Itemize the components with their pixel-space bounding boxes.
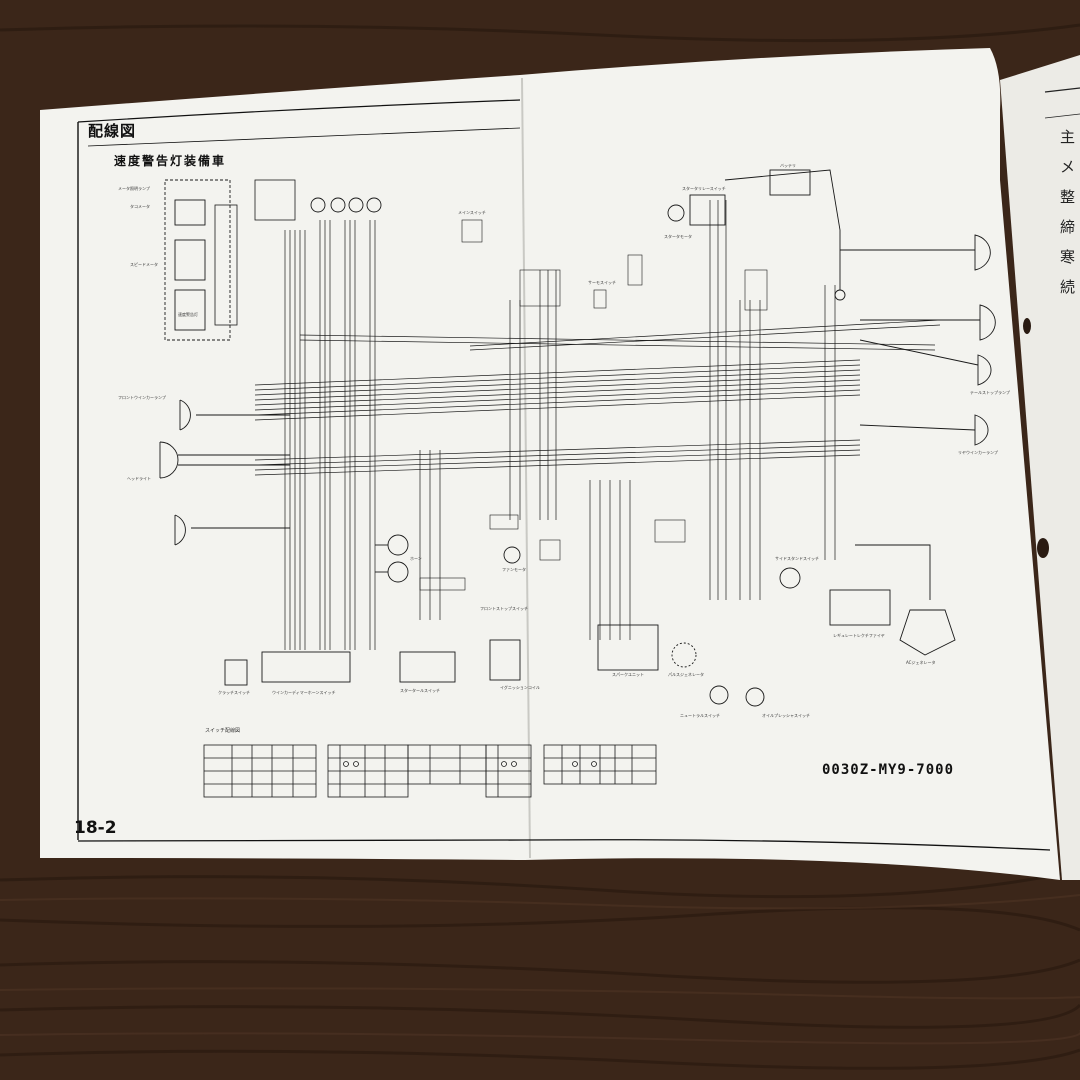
pulse-generator [671,642,697,668]
component-label: バッテリ [780,163,796,168]
component-label: テールストップランプ [970,390,1010,395]
next-page-glyph: 締 [1060,218,1076,236]
component-label: スパークユニット [612,672,644,677]
component-label: タコメータ [130,204,150,209]
component-label: パルスジェネレータ [668,672,704,677]
component-label: オイルプレッシャスイッチ [762,713,810,718]
next-page-glyph: 主 [1060,128,1076,146]
section-title: 配線図 [88,122,137,140]
indicator-bulbs [310,197,382,213]
fan-motor [503,546,521,564]
component-label: フロントストップスイッチ [480,606,528,611]
component-label: レギュレートレクチファイヤ [833,633,885,638]
front-lamps [159,399,290,546]
diagram-subtitle: 速度警告灯装備車 [114,154,227,168]
component-label: サーモスイッチ [588,280,616,285]
part-number: 0030Z-MY9-7000 [822,762,955,778]
instrument-cluster [164,179,231,341]
component-label: ニュートラルスイッチ [680,713,720,718]
regulator-rectifier [829,589,891,626]
component-label: イグニッションコイル [500,685,540,690]
component-label: ファンモータ [502,567,526,572]
switch-legend-title: スイッチ配線図 [205,728,241,734]
horns [375,534,409,583]
component-label: ヘッドライト [127,476,151,481]
component-label: スタータモータ [664,234,692,239]
component-label: クラッチスイッチ [218,690,250,695]
component-label: ウインカーディマーホーンスイッチ [272,690,336,695]
component-label: メータ照明ランプ [118,186,150,191]
next-page-glyph: 整 [1060,188,1076,206]
paper-sheet [40,48,1060,880]
component-label: スタータールスイッチ [400,688,440,693]
spark-unit [597,624,659,671]
component-label: メインスイッチ [458,210,486,215]
page-fold [521,77,531,859]
main-harness [254,319,941,476]
starter-motor [667,204,685,222]
next-page-glyph: 続 [1060,278,1076,296]
binder-hole [1037,538,1049,558]
component-label: リヤウインカーランプ [958,450,998,455]
page-number: 18-2 [74,818,117,838]
component-label: ACジェネレータ [906,660,936,665]
component-label: スピードメータ [130,262,158,267]
next-page-glyph: 寒 [1060,248,1076,266]
component-label: サイドスタンドスイッチ [775,556,819,561]
next-page-edge [1000,55,1080,880]
rear-lamps [840,234,996,446]
ac-generator [899,609,956,656]
handlebar-switches [224,639,521,686]
component-label: フロントウインカーランプ [118,395,166,400]
next-page-glyph: メ [1060,158,1076,176]
component-label: ホーン [410,556,422,561]
wiring-diagram [159,169,996,798]
switch-tables [203,744,657,798]
component-label: 速度警告灯 [178,312,198,317]
component-label: スタータリレースイッチ [682,186,726,191]
